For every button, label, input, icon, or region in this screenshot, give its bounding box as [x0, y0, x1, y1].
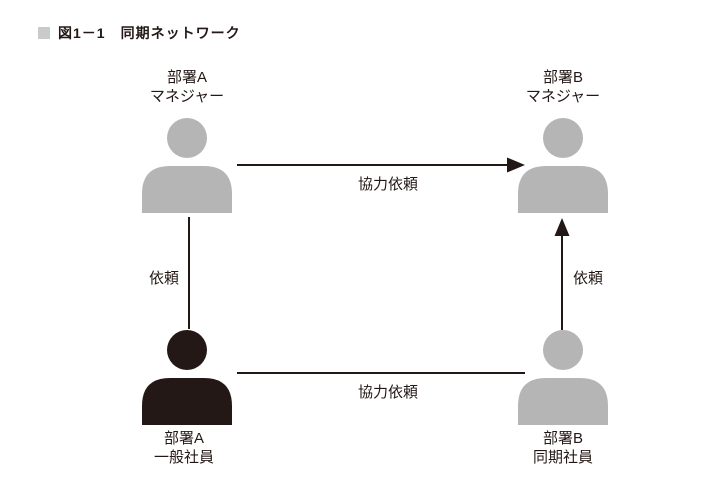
edge-label-request-left: 依頼	[148, 270, 179, 287]
figure-title-text: 図1－1 同期ネットワーク	[58, 25, 241, 41]
node-label-line: 部署B	[542, 430, 583, 447]
person-dept-a-manager-icon	[142, 118, 232, 213]
node-label-line: 部署A	[163, 430, 204, 447]
node-label-dept-a-manager: 部署A マネジャー	[97, 68, 277, 106]
person-dept-b-manager-icon	[518, 118, 608, 213]
title-bullet-square-icon	[38, 27, 50, 39]
node-label-dept-a-employee: 部署A 一般社員	[94, 429, 274, 467]
edge-label-cooperation-request-bottom: 協力依頼	[357, 384, 419, 401]
edge-label-cooperation-request-top: 協力依頼	[357, 176, 419, 193]
node-label-dept-b-peer: 部署B 同期社員	[473, 429, 653, 467]
node-label-line: 部署B	[542, 69, 583, 86]
edge-managerA-to-managerB-arrowhead-icon	[507, 157, 525, 173]
node-label-line: 同期社員	[532, 449, 593, 466]
node-label-line: 一般社員	[153, 449, 214, 466]
node-label-line: 部署A	[166, 69, 207, 86]
edge-peerB-to-managerB-arrowhead-icon	[554, 218, 570, 236]
person-dept-b-peer-icon	[518, 330, 608, 425]
figure-title: 図1－1 同期ネットワーク	[38, 23, 241, 43]
edge-label-request-right: 依頼	[573, 270, 604, 287]
node-label-line: マネジャー	[149, 88, 225, 105]
node-label-dept-b-manager: 部署B マネジャー	[473, 68, 653, 106]
node-label-line: マネジャー	[525, 88, 601, 105]
person-dept-a-employee-icon	[142, 330, 232, 425]
